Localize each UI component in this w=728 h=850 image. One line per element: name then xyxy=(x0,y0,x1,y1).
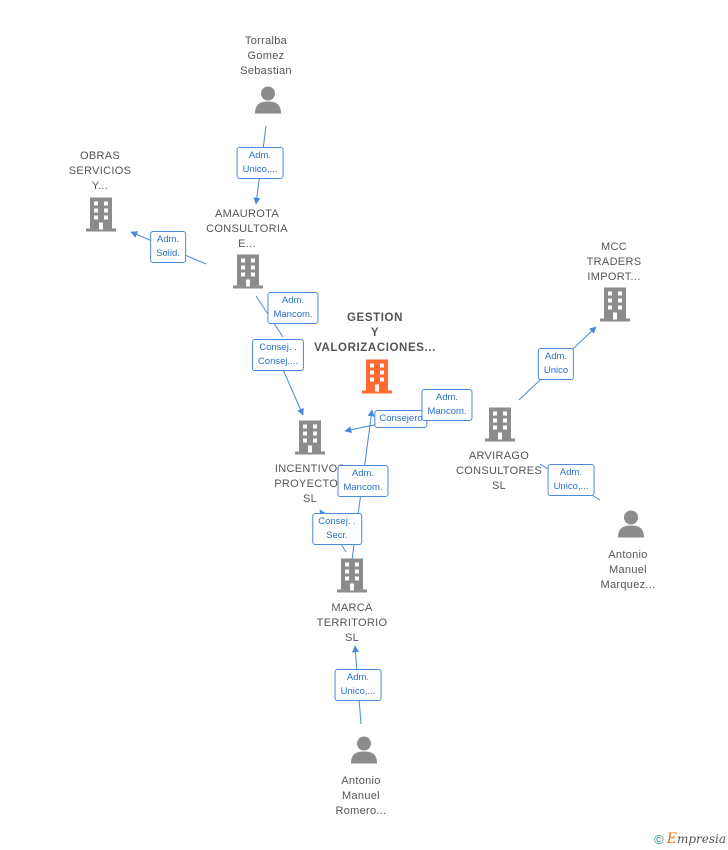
brand-logo: Empresia xyxy=(666,831,726,847)
empresia-footer[interactable]: © Empresia xyxy=(654,831,726,847)
edge-badge[interactable]: Adm.Unico,... xyxy=(236,147,284,179)
edge-badge[interactable]: Adm.Unico,... xyxy=(547,464,595,496)
edge-badge[interactable]: Adm.Mancom. xyxy=(267,292,319,324)
edge-badge[interactable]: Adm.Mancom. xyxy=(337,465,389,497)
person-icon[interactable] xyxy=(253,85,283,120)
building-icon[interactable] xyxy=(336,558,368,598)
edge-badge[interactable]: Adm.Mancom. xyxy=(421,389,473,421)
building-icon[interactable] xyxy=(85,197,117,237)
edge-badge[interactable]: Consejero xyxy=(374,410,428,428)
building-icon[interactable] xyxy=(599,287,631,327)
person-icon[interactable] xyxy=(349,735,379,770)
building-icon[interactable] xyxy=(232,254,264,294)
edge-badge[interactable]: Consej. .Secr. xyxy=(312,513,362,545)
edge-badge[interactable]: Consej. .Consej.... xyxy=(251,339,305,371)
copyright-icon: © xyxy=(654,831,664,847)
building-icon[interactable] xyxy=(294,420,326,460)
building-focus-icon[interactable] xyxy=(361,359,393,399)
edge-badge[interactable]: Adm.Unico xyxy=(537,348,575,380)
edge-badge[interactable]: Adm.Solid. xyxy=(150,231,186,263)
building-icon[interactable] xyxy=(484,407,516,447)
edge-badge[interactable]: Adm.Unico,... xyxy=(334,669,382,701)
person-icon[interactable] xyxy=(616,509,646,544)
